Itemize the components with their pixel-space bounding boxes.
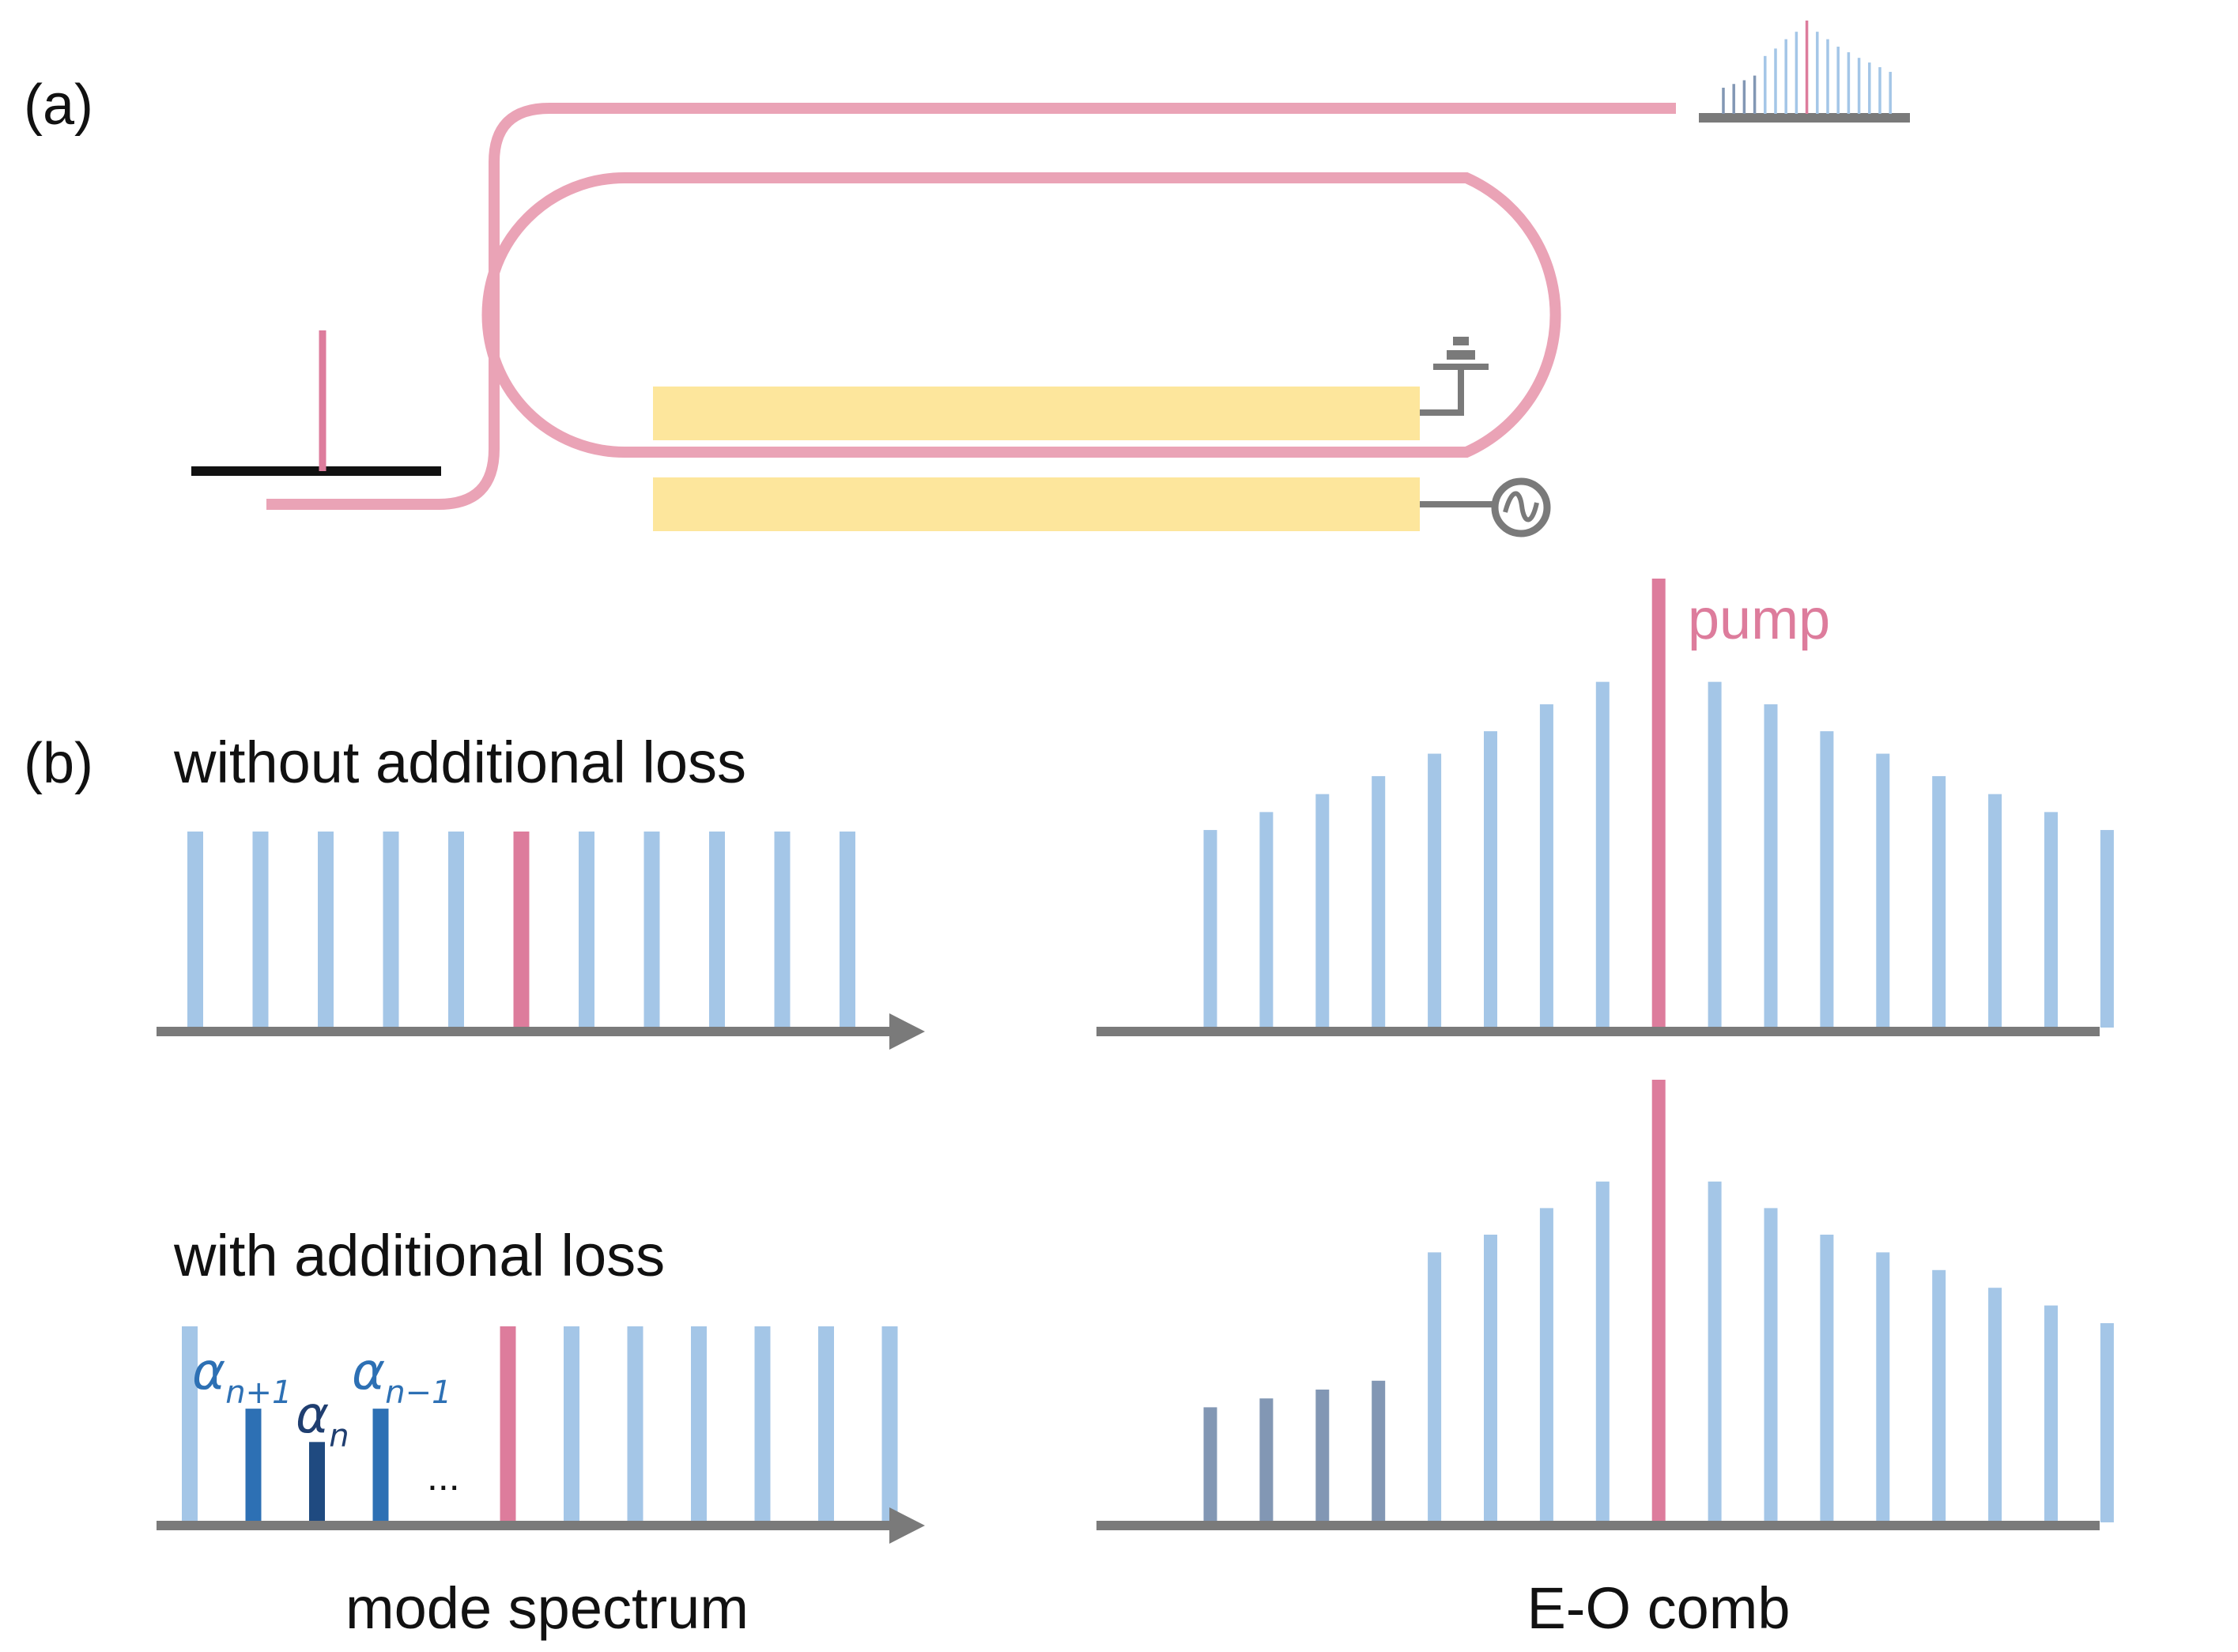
comb-line (1315, 1390, 1330, 1522)
comb-line (1708, 681, 1722, 1028)
comb-line (774, 832, 791, 1028)
comb-line (1742, 80, 1746, 114)
electrode-top (653, 387, 1420, 440)
comb-line (448, 832, 464, 1028)
comb-line (1259, 812, 1274, 1028)
comb-line (1315, 794, 1330, 1028)
comb-line (1722, 87, 1725, 114)
comb-line (1847, 52, 1851, 114)
comb-line (1372, 1380, 1386, 1522)
comb-line (252, 832, 269, 1028)
comb-line (564, 1326, 579, 1522)
comb-line (1878, 67, 1881, 114)
eo-comb-without-loss (1203, 579, 2114, 1028)
comb-line (1826, 39, 1829, 114)
ellipsis: ... (427, 1454, 460, 1499)
without-loss-title: without additional loss (173, 730, 746, 795)
with-loss-title: with additional loss (173, 1223, 665, 1288)
comb-line (840, 832, 855, 1028)
comb-line (754, 1326, 771, 1522)
comb-line (1988, 794, 2002, 1028)
comb-line (2044, 812, 2058, 1028)
comb-line (182, 1326, 198, 1522)
pump-line (1805, 21, 1809, 114)
comb-line (1784, 39, 1787, 114)
comb-line (1795, 32, 1798, 114)
comb-line (1708, 1181, 1722, 1522)
comb-line (1876, 1252, 1890, 1522)
alpha-n-plus-1-label: αn+1 (192, 1343, 292, 1411)
comb-line (245, 1409, 262, 1522)
comb-line (383, 832, 399, 1028)
eo-comb-with-loss (1203, 1080, 2114, 1522)
comb-line (318, 832, 334, 1028)
comb-line (1539, 704, 1553, 1028)
comb-line (1428, 1252, 1442, 1522)
comb-line (1889, 71, 1892, 114)
comb-line (187, 832, 203, 1028)
comb-line (709, 832, 725, 1028)
comb-line (1595, 681, 1610, 1028)
output-spectrum-inset (1699, 21, 1910, 123)
pump-line (1651, 1080, 1666, 1522)
pump-line (1651, 579, 1666, 1028)
ring-resonator (481, 172, 1561, 458)
comb-line (1484, 731, 1497, 1028)
comb-line (1732, 84, 1735, 114)
mode-spectrum-caption: mode spectrum (345, 1575, 749, 1641)
comb-line (643, 832, 660, 1028)
device-schematic (191, 21, 1910, 537)
comb-line (1484, 1235, 1497, 1522)
pump-label: pump (1688, 588, 1830, 651)
panel-b-label: (b) (24, 732, 93, 795)
ac-source-icon (1420, 477, 1551, 537)
comb-line (1857, 58, 1861, 114)
mode-spectrum-axis-bottom (157, 1507, 925, 1544)
comb-line (2044, 1305, 2058, 1522)
alpha-n-label: αn (296, 1386, 349, 1454)
comb-line (1836, 47, 1840, 114)
comb-line (1259, 1398, 1274, 1522)
comb-line (2100, 1323, 2114, 1522)
electrode-bottom (653, 477, 1420, 531)
comb-line (579, 832, 594, 1028)
comb-line (1203, 1407, 1217, 1522)
comb-line (627, 1326, 643, 1522)
comb-line (818, 1326, 834, 1522)
comb-line (1539, 1208, 1553, 1522)
comb-line (1816, 32, 1819, 114)
mode-spectrum-with-loss (182, 1326, 898, 1522)
mode-spectrum-without-loss (187, 832, 855, 1028)
comb-line (1764, 55, 1767, 114)
comb-line (1595, 1181, 1610, 1522)
comb-line (1764, 1208, 1778, 1522)
comb-line (1203, 830, 1217, 1028)
ground-icon (1420, 337, 1489, 416)
comb-line (1753, 75, 1757, 114)
comb-line (309, 1442, 325, 1522)
comb-line (1820, 731, 1834, 1028)
alpha-n-minus-1-label: αn−1 (352, 1343, 452, 1411)
comb-line (691, 1326, 707, 1522)
pump-line (513, 832, 530, 1028)
mode-spectrum-axis-top (157, 1013, 925, 1050)
comb-line (881, 1326, 898, 1522)
eo-comb-caption: E-O comb (1527, 1575, 1790, 1641)
comb-line (1372, 775, 1386, 1028)
pump-line (500, 1326, 516, 1522)
comb-line (372, 1409, 389, 1522)
comb-line (1876, 753, 1890, 1028)
comb-line (1820, 1235, 1834, 1522)
comb-line (1774, 48, 1777, 114)
comb-line (1428, 753, 1442, 1028)
comb-line (1932, 1269, 1946, 1522)
bus-waveguide (266, 103, 1676, 510)
panel-a-label: (a) (24, 74, 93, 137)
comb-line (1988, 1288, 2002, 1522)
comb-line (2100, 830, 2114, 1028)
comb-line (1868, 62, 1871, 114)
comb-line (1932, 775, 1946, 1028)
comb-line (1764, 704, 1778, 1028)
